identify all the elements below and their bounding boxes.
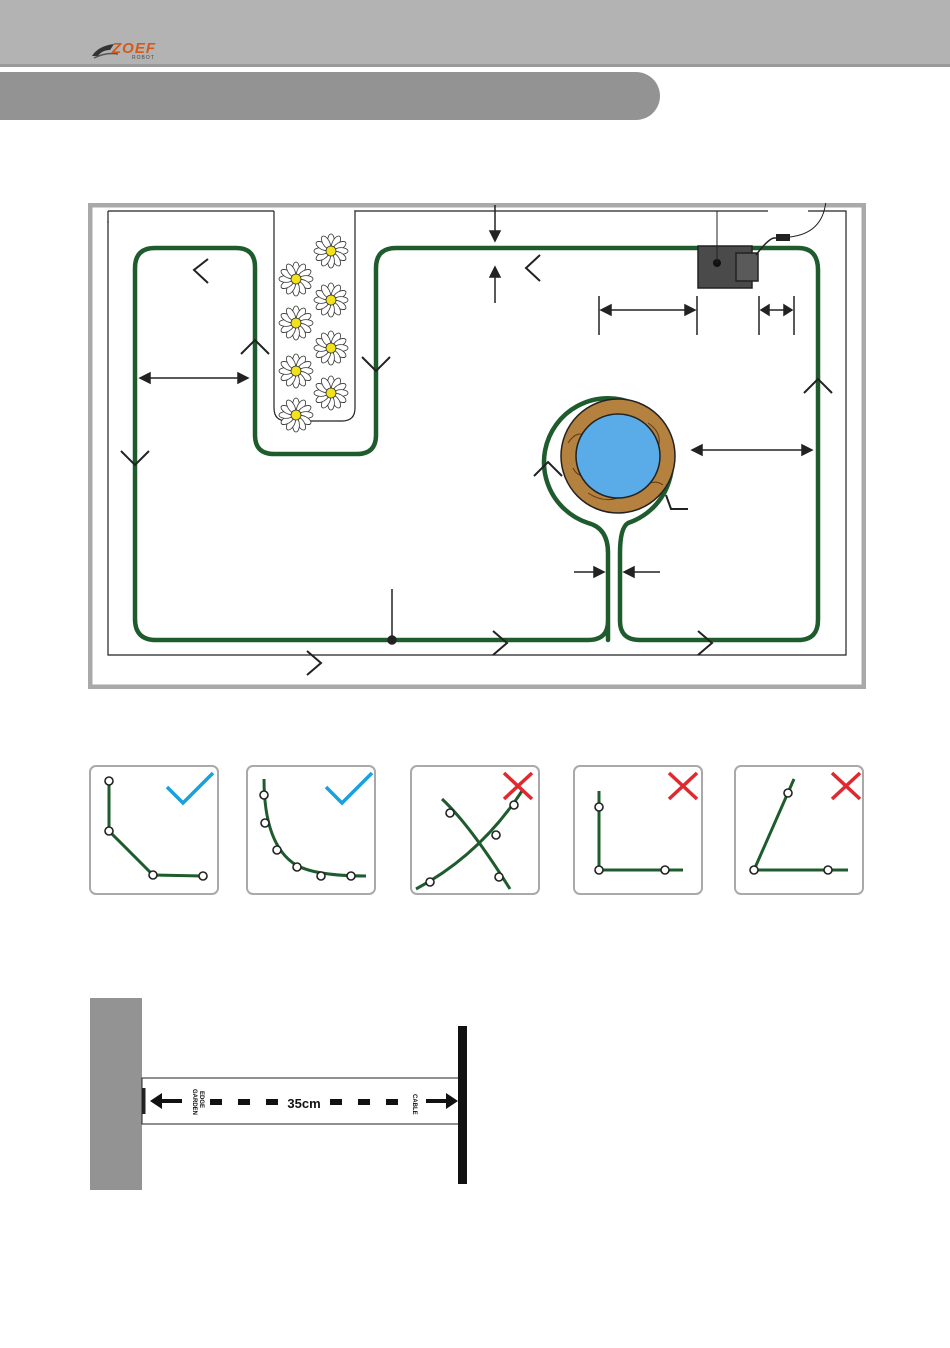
distance-label: 35cm [287,1096,320,1111]
corner-example-acute-angle [734,765,864,895]
corner-example-crossed [410,765,540,895]
logo-subtitle: ROBOT [132,55,155,61]
cable-label: CABLE [411,1094,417,1115]
corner-example-rounded [246,765,376,895]
pond-water [576,414,660,498]
cable-line [458,1026,467,1184]
corner-example-chamfer [89,765,219,895]
corner-example-right-angle [573,765,703,895]
section-title-bar [0,72,660,120]
garden-layout-diagram [88,203,866,689]
garden-edge-wall [90,998,142,1190]
edge-distance-diagram: GARDENEDGE 35cm CABLE [88,996,478,1192]
